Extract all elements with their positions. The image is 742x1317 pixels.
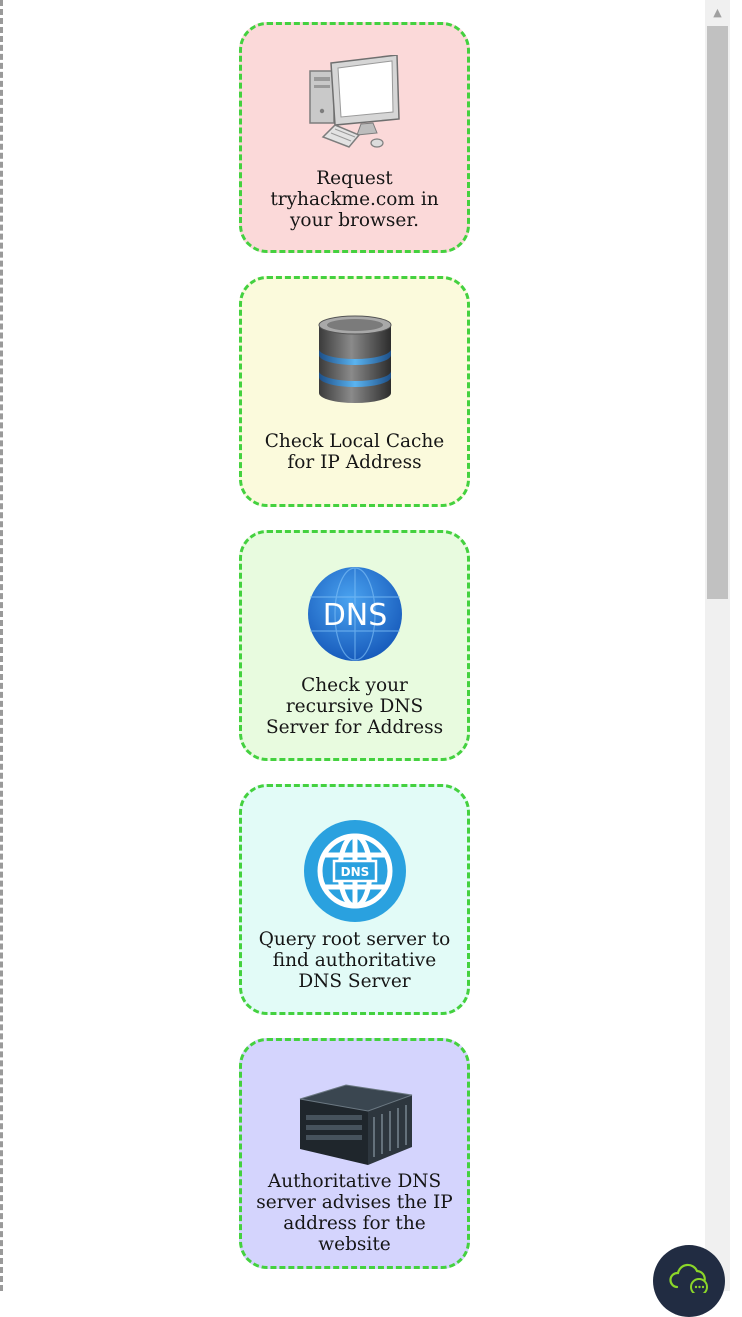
scrollbar-thumb[interactable]	[707, 26, 728, 599]
step-card-authoritative-server[interactable]: Authoritative DNS server advises the IP …	[239, 1038, 470, 1269]
chat-button[interactable]	[653, 1245, 725, 1317]
database-icon	[242, 315, 467, 405]
step-card-local-cache[interactable]: Check Local Cache for IP Address	[239, 276, 470, 507]
scroll-up-arrow-icon[interactable]: ▲	[713, 5, 722, 19]
svg-text:DNS: DNS	[322, 598, 387, 633]
desktop-computer-icon	[242, 55, 467, 151]
step-card-root-server[interactable]: DNS Query root server to find authoritat…	[239, 784, 470, 1015]
step-label: Check your recursive DNS Server for Addr…	[265, 675, 444, 738]
chat-cloud-icon	[669, 1263, 708, 1293]
dns-globe-icon: DNS	[242, 819, 467, 923]
step-label: Check Local Cache for IP Address	[264, 431, 445, 473]
step-card-request[interactable]: Request tryhackme.com in your browser.	[239, 22, 470, 253]
dns-badge-icon: DNS	[242, 565, 467, 663]
server-rack-icon	[242, 1081, 467, 1167]
left-dashed-edge	[0, 0, 5, 1291]
svg-text:DNS: DNS	[340, 865, 369, 879]
step-label: Query root server to find authoritative …	[258, 929, 451, 992]
step-label: Authoritative DNS server advises the IP …	[256, 1171, 453, 1255]
vertical-scrollbar[interactable]: ▲	[705, 0, 730, 1291]
step-label: Request tryhackme.com in your browser.	[270, 168, 439, 231]
step-card-recursive-dns[interactable]: DNS Check your recursive DNS Server for …	[239, 530, 470, 761]
